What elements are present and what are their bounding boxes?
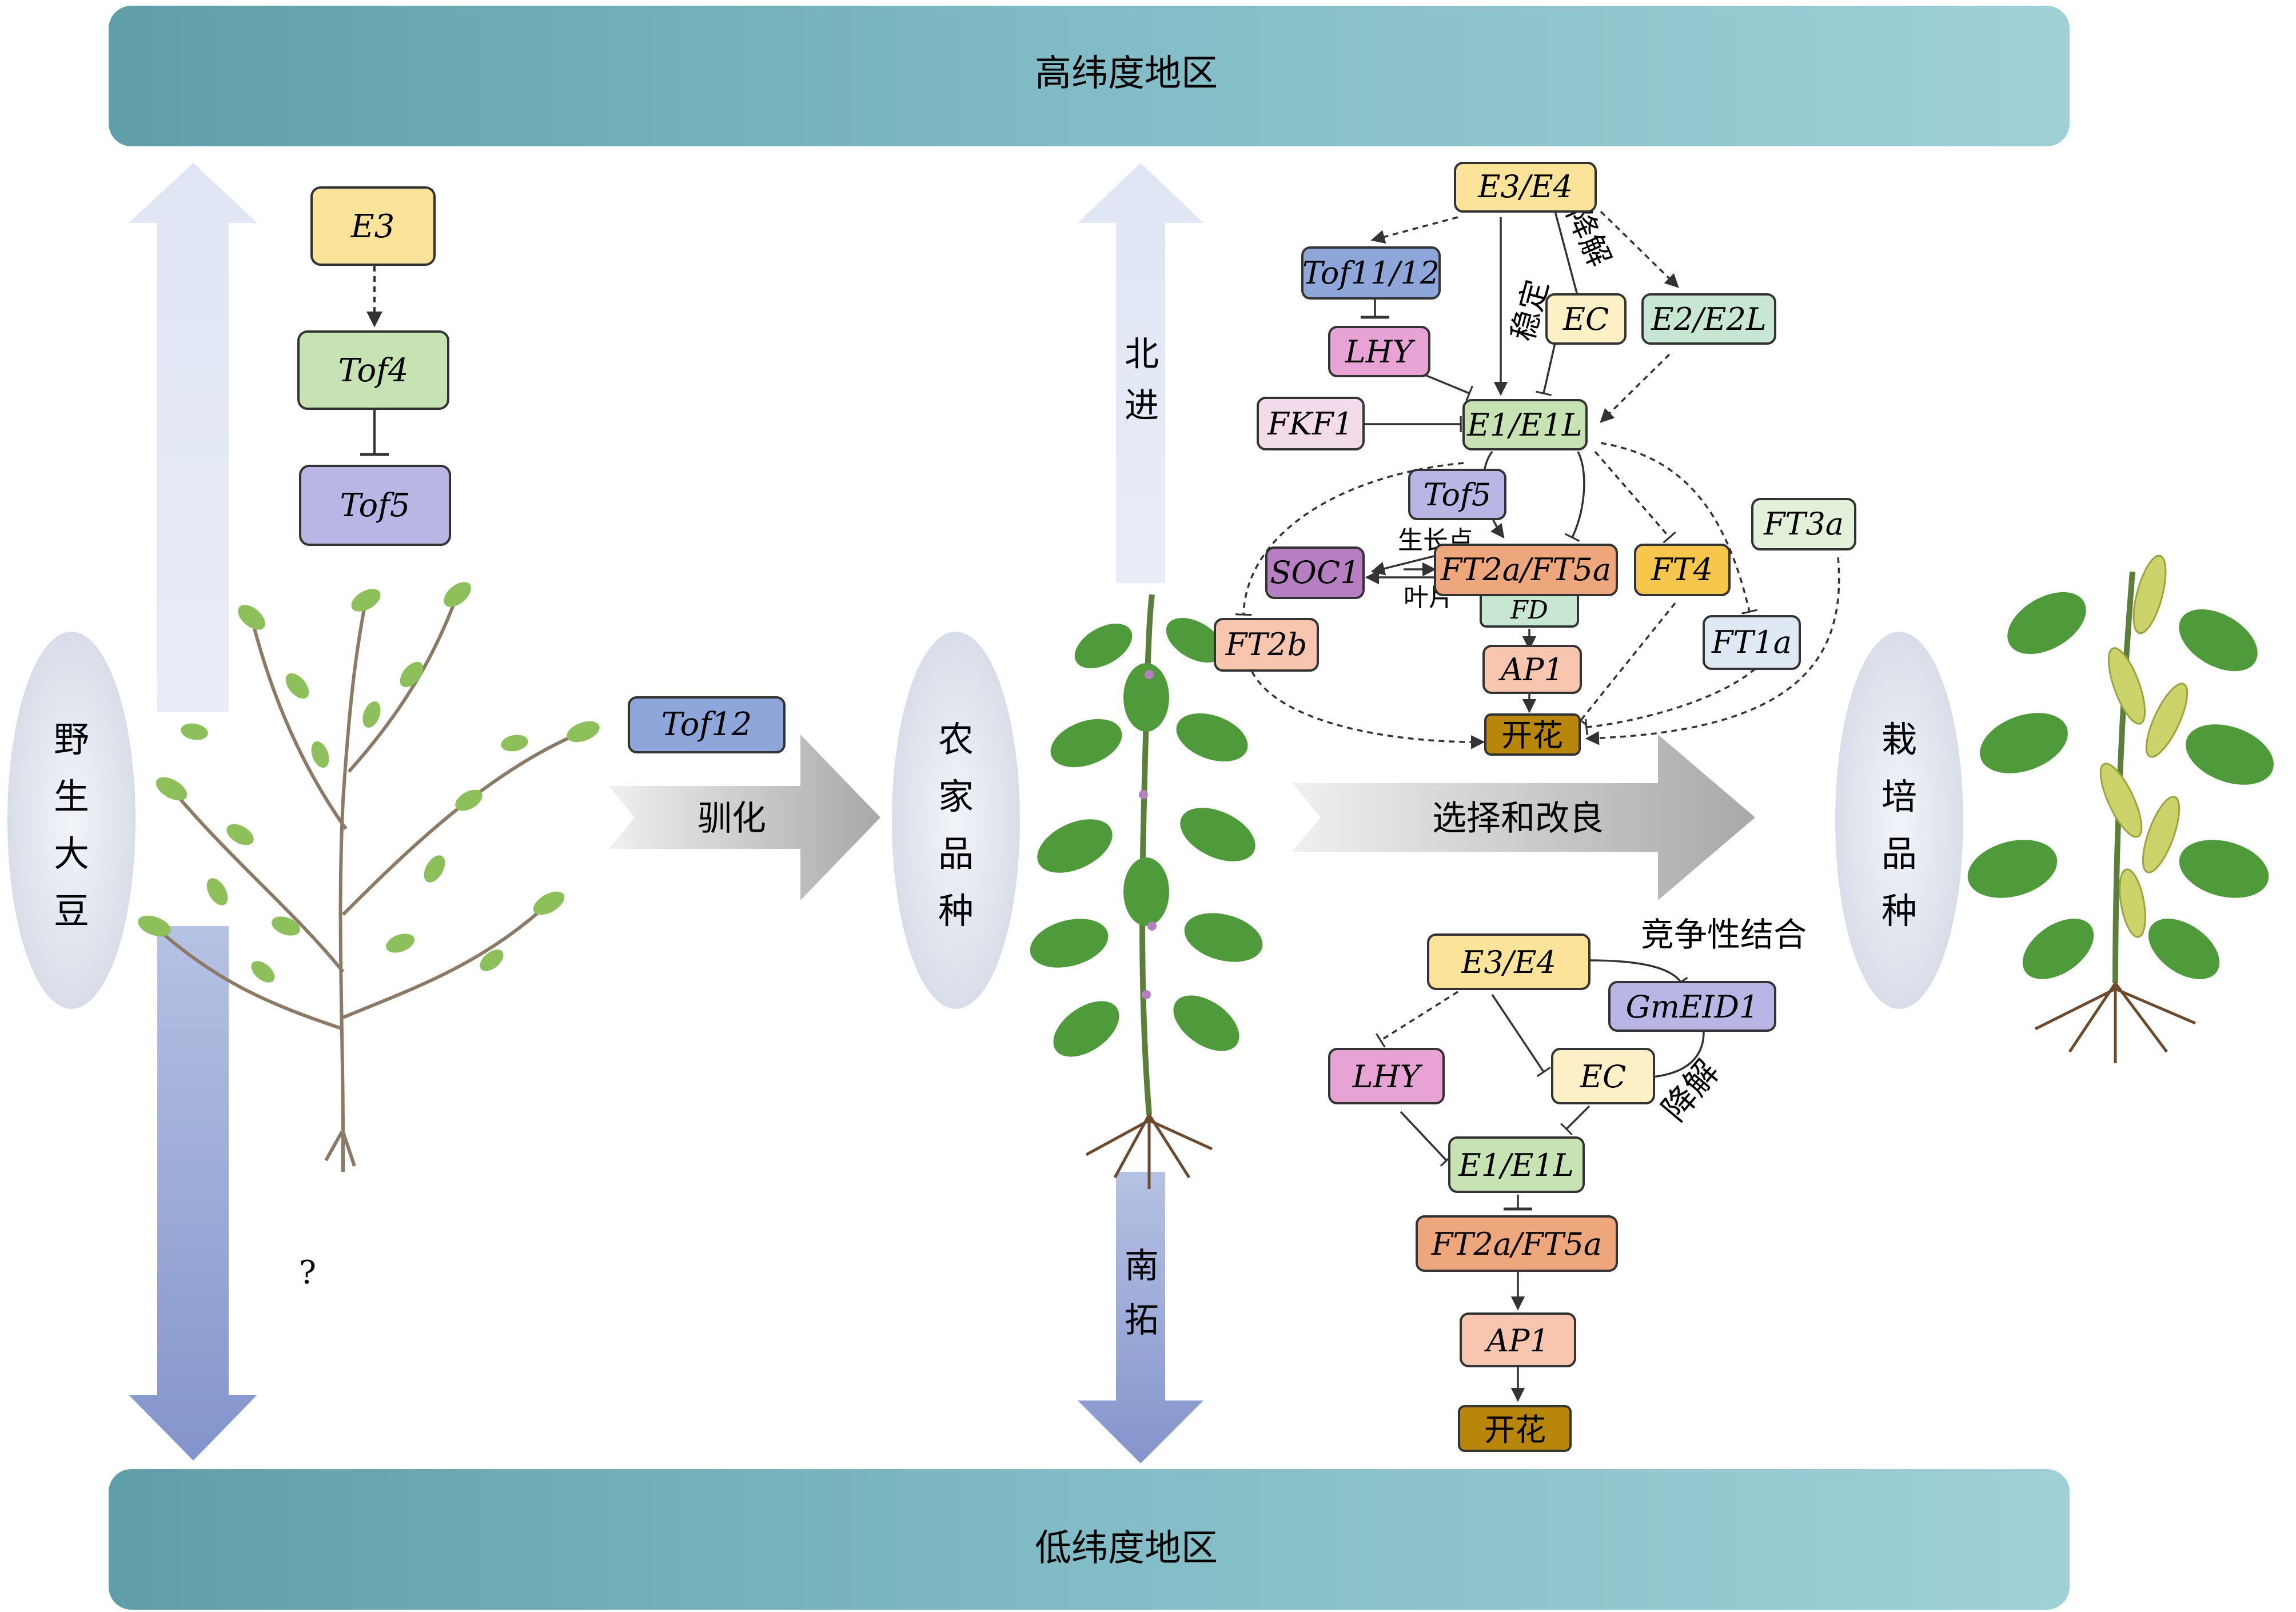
node-tof12: Tof12	[628, 696, 786, 753]
south-arrow-label-1: 南	[1125, 1246, 1159, 1286]
cultivar-oval: 栽 培 品 种	[1835, 632, 1963, 1009]
svg-text:E1/E1L: E1/E1L	[1458, 1147, 1574, 1183]
svg-text:种: 种	[938, 890, 974, 932]
node-ap1-lower	[1460, 1312, 1576, 1367]
svg-text:SOC1: SOC1	[1270, 554, 1360, 590]
svg-text:培: 培	[1882, 776, 1917, 817]
node-ec-upper	[1545, 293, 1627, 345]
selection-label: 选择和改良	[1432, 799, 1604, 839]
svg-text:LHY: LHY	[1352, 1059, 1423, 1095]
svg-text:E3/E4: E3/E4	[1477, 169, 1573, 205]
svg-text:E2/E2L: E2/E2L	[1651, 301, 1767, 337]
high-latitude-band	[109, 6, 2070, 146]
selection-arrow: 选择和改良	[1292, 735, 1755, 900]
svg-text:AP1: AP1	[1498, 652, 1564, 688]
node-tof5-left	[299, 465, 451, 546]
node-e1e1l-lower	[1448, 1136, 1585, 1193]
svg-text:开花: 开花	[1501, 717, 1563, 753]
node-tof1112	[1301, 246, 1441, 300]
svg-text:Tof11/12: Tof11/12	[1302, 255, 1440, 291]
node-fkf1	[1257, 397, 1365, 450]
node-gmeid1	[1608, 981, 1776, 1032]
node-ap1-upper	[1482, 645, 1582, 694]
node-e1e1l-upper	[1462, 399, 1588, 450]
node-ft1a	[1703, 615, 1801, 670]
node-ft2aft5a-lower	[1416, 1215, 1618, 1272]
node-lhy-lower	[1328, 1048, 1445, 1104]
label-competitive-binding: 竞争性结合	[1641, 915, 1807, 954]
svg-text:GmEID1: GmEID1	[1626, 989, 1759, 1025]
svg-text:Tof5: Tof5	[340, 487, 410, 524]
svg-text:AP1: AP1	[1484, 1323, 1549, 1359]
svg-text:Tof12: Tof12	[661, 706, 752, 743]
svg-text:FD: FD	[1510, 596, 1548, 625]
svg-text:FT3a: FT3a	[1763, 506, 1844, 542]
lower-regulatory-network: 竞争性结合 降解 E3/E4 GmEID1 LHY EC E1/E1L FT2a…	[1328, 915, 1807, 1452]
node-ft2aft5a-upper	[1434, 544, 1618, 596]
node-ft2b	[1214, 618, 1319, 672]
upper-regulatory-network: 稳定 降解 生长点 叶片 E3/E4 Tof11/12 LHY EC E2/E2…	[1214, 162, 1856, 756]
low-latitude-band	[109, 1469, 2070, 1610]
svg-text:FT2a/FT5a: FT2a/FT5a	[1440, 552, 1611, 588]
node-flowering-upper	[1484, 713, 1581, 756]
low-latitude-label: 低纬度地区	[1035, 1527, 1218, 1570]
domestication-label: 驯化	[697, 799, 766, 839]
svg-text:EC: EC	[1562, 301, 1609, 337]
svg-text:Tof5: Tof5	[1424, 477, 1492, 513]
svg-text:FKF1: FKF1	[1267, 406, 1353, 442]
svg-text:FT1a: FT1a	[1711, 624, 1792, 660]
svg-text:EC: EC	[1580, 1059, 1627, 1095]
svg-text:E1/E1L: E1/E1L	[1466, 407, 1583, 443]
label-degrade-lower: 降解	[1655, 1052, 1727, 1128]
node-tof5-upper	[1408, 469, 1506, 520]
svg-text:家: 家	[938, 776, 974, 817]
wild-soybean-plant-image	[138, 582, 600, 1172]
unknown-question-mark: ?	[299, 1254, 316, 1291]
svg-text:生: 生	[54, 776, 89, 817]
svg-text:开花: 开花	[1484, 1412, 1546, 1448]
node-e2e2l	[1641, 293, 1776, 345]
svg-text:FT2a/FT5a: FT2a/FT5a	[1431, 1226, 1602, 1262]
left-latitude-arrow	[129, 163, 257, 1461]
node-e3e4-upper	[1454, 162, 1597, 213]
south-arrow	[1078, 1172, 1203, 1463]
svg-text:大: 大	[54, 833, 89, 875]
node-lhy-upper	[1328, 326, 1430, 377]
svg-text:E3: E3	[350, 208, 395, 245]
svg-text:农: 农	[938, 719, 974, 760]
node-flowering-lower	[1458, 1405, 1572, 1452]
svg-text:LHY: LHY	[1345, 334, 1416, 370]
node-soc1	[1265, 546, 1365, 599]
domestication-arrow: 驯化	[609, 735, 880, 900]
node-tof4	[297, 330, 449, 410]
high-latitude-label: 高纬度地区	[1035, 53, 1218, 95]
svg-text:品: 品	[1882, 833, 1917, 875]
north-arrow	[1078, 163, 1203, 583]
north-arrow-label-2: 进	[1125, 386, 1159, 426]
node-e3e4-lower	[1427, 933, 1591, 990]
cultivar-soybean-plant-image	[1967, 554, 2274, 1063]
south-arrow-label-2: 拓	[1125, 1300, 1159, 1340]
svg-text:E3/E4: E3/E4	[1461, 944, 1556, 980]
svg-text:Tof4: Tof4	[338, 352, 408, 389]
svg-text:栽: 栽	[1882, 719, 1917, 760]
svg-text:FT2b: FT2b	[1225, 627, 1307, 663]
node-ec-lower	[1551, 1048, 1655, 1104]
svg-text:品: 品	[938, 833, 974, 875]
node-ft4	[1634, 544, 1731, 596]
wild-soybean-oval: 野 生 大 豆	[7, 632, 135, 1009]
landrace-oval: 农 家 品 种	[892, 632, 1020, 1009]
node-e3-left	[310, 186, 436, 266]
left-regulatory-module: E3 Tof4 Tof5 ?	[297, 186, 451, 1291]
north-arrow-label-1: 北	[1125, 334, 1159, 374]
node-ft3a	[1751, 498, 1856, 550]
svg-text:野: 野	[54, 719, 89, 760]
svg-text:豆: 豆	[54, 890, 89, 932]
svg-text:FT4: FT4	[1651, 552, 1713, 588]
svg-text:种: 种	[1882, 890, 1917, 932]
landrace-soybean-plant-image	[1030, 594, 1263, 1189]
